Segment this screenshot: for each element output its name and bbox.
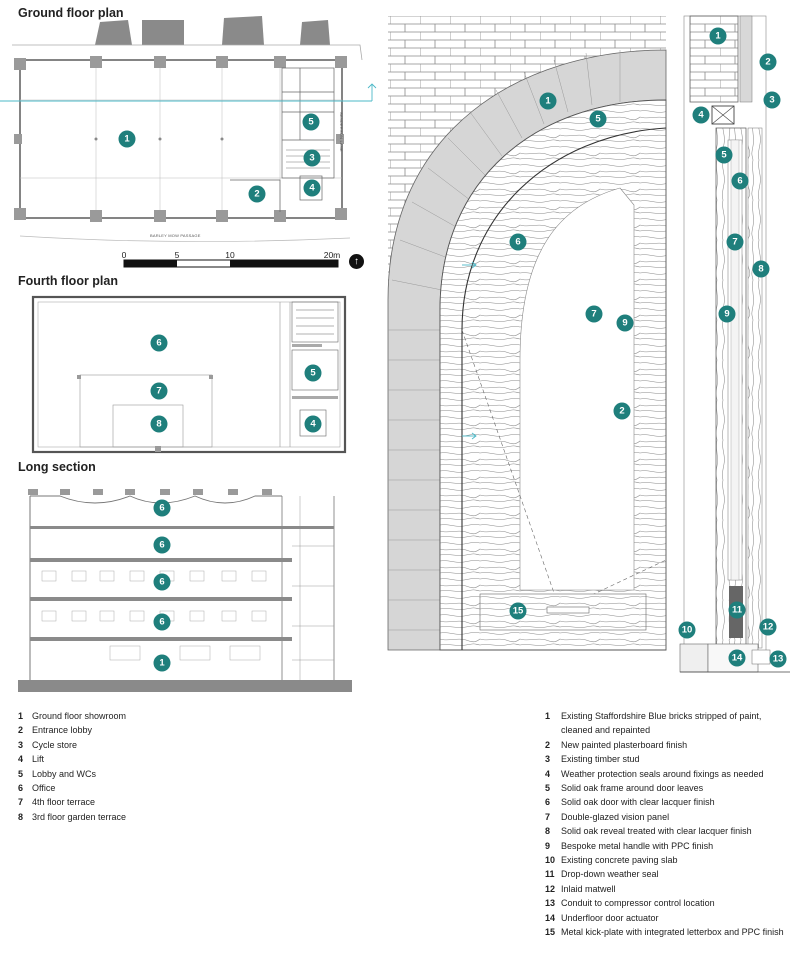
door-elevation (387, 16, 667, 651)
neighbour-building (300, 20, 330, 45)
marker-detail-14: 14 (728, 649, 746, 667)
marker-section-6b: 6 (153, 536, 171, 554)
neighbour-building (142, 20, 184, 45)
marker-elev-7: 7 (585, 305, 603, 323)
marker-detail-7: 7 (726, 233, 744, 251)
marker-detail-11: 11 (728, 601, 746, 619)
marker-ground-3: 3 (303, 149, 321, 167)
marker-ground-5: 5 (302, 113, 320, 131)
neighbour-building (222, 16, 264, 45)
marker-detail-1: 1 (709, 27, 727, 45)
lane-label: SANDERSON LANE (339, 112, 344, 152)
scale-label-0: 0 (121, 250, 127, 260)
ground-floor-plan (0, 16, 377, 242)
marker-fourth-7: 7 (150, 382, 168, 400)
marker-fourth-5: 5 (304, 364, 322, 382)
fourth-floor-plan (31, 295, 347, 454)
marker-section-1: 1 (153, 654, 171, 672)
fourth-floor-title: Fourth floor plan (18, 274, 118, 288)
marker-section-6d: 6 (153, 613, 171, 631)
marker-elev-1: 1 (539, 92, 557, 110)
marker-ground-2: 2 (248, 185, 266, 203)
marker-detail-13: 13 (769, 650, 787, 668)
long-section-title: Long section (18, 460, 96, 474)
ground-floor-title: Ground floor plan (18, 6, 124, 20)
scale-label-10: 10 (225, 250, 235, 260)
marker-detail-2: 2 (759, 53, 777, 71)
marker-section-6a: 6 (153, 499, 171, 517)
marker-elev-6: 6 (509, 233, 527, 251)
marker-elev-5: 5 (589, 110, 607, 128)
marker-detail-4: 4 (692, 106, 710, 124)
marker-detail-8: 8 (752, 260, 770, 278)
marker-detail-3: 3 (763, 91, 781, 109)
marker-ground-1: 1 (118, 130, 136, 148)
marker-section-6c: 6 (153, 573, 171, 591)
marker-detail-5: 5 (715, 146, 733, 164)
ground-floor-outline (19, 59, 343, 219)
marker-fourth-6: 6 (150, 334, 168, 352)
scale-label-5: 5 (174, 250, 180, 260)
north-arrow-icon: ↑ (349, 254, 364, 269)
fourth-floor-outline (31, 295, 347, 454)
marker-detail-6: 6 (731, 172, 749, 190)
marker-elev-15: 15 (509, 602, 527, 620)
marker-fourth-8: 8 (150, 415, 168, 433)
ground-slab (18, 680, 352, 692)
neighbour-building (95, 20, 132, 45)
marker-detail-12: 12 (759, 618, 777, 636)
marker-elev-9: 9 (616, 314, 634, 332)
marker-ground-4: 4 (303, 179, 321, 197)
marker-detail-10: 10 (678, 621, 696, 639)
scale-label-20m: 20m (323, 250, 341, 260)
marker-fourth-4: 4 (304, 415, 322, 433)
marker-detail-9: 9 (718, 305, 736, 323)
scale-bar (123, 259, 339, 268)
passage-label: BARLEY MOW PASSAGE (150, 233, 201, 238)
marker-elev-2: 2 (613, 402, 631, 420)
long-section (18, 489, 352, 692)
